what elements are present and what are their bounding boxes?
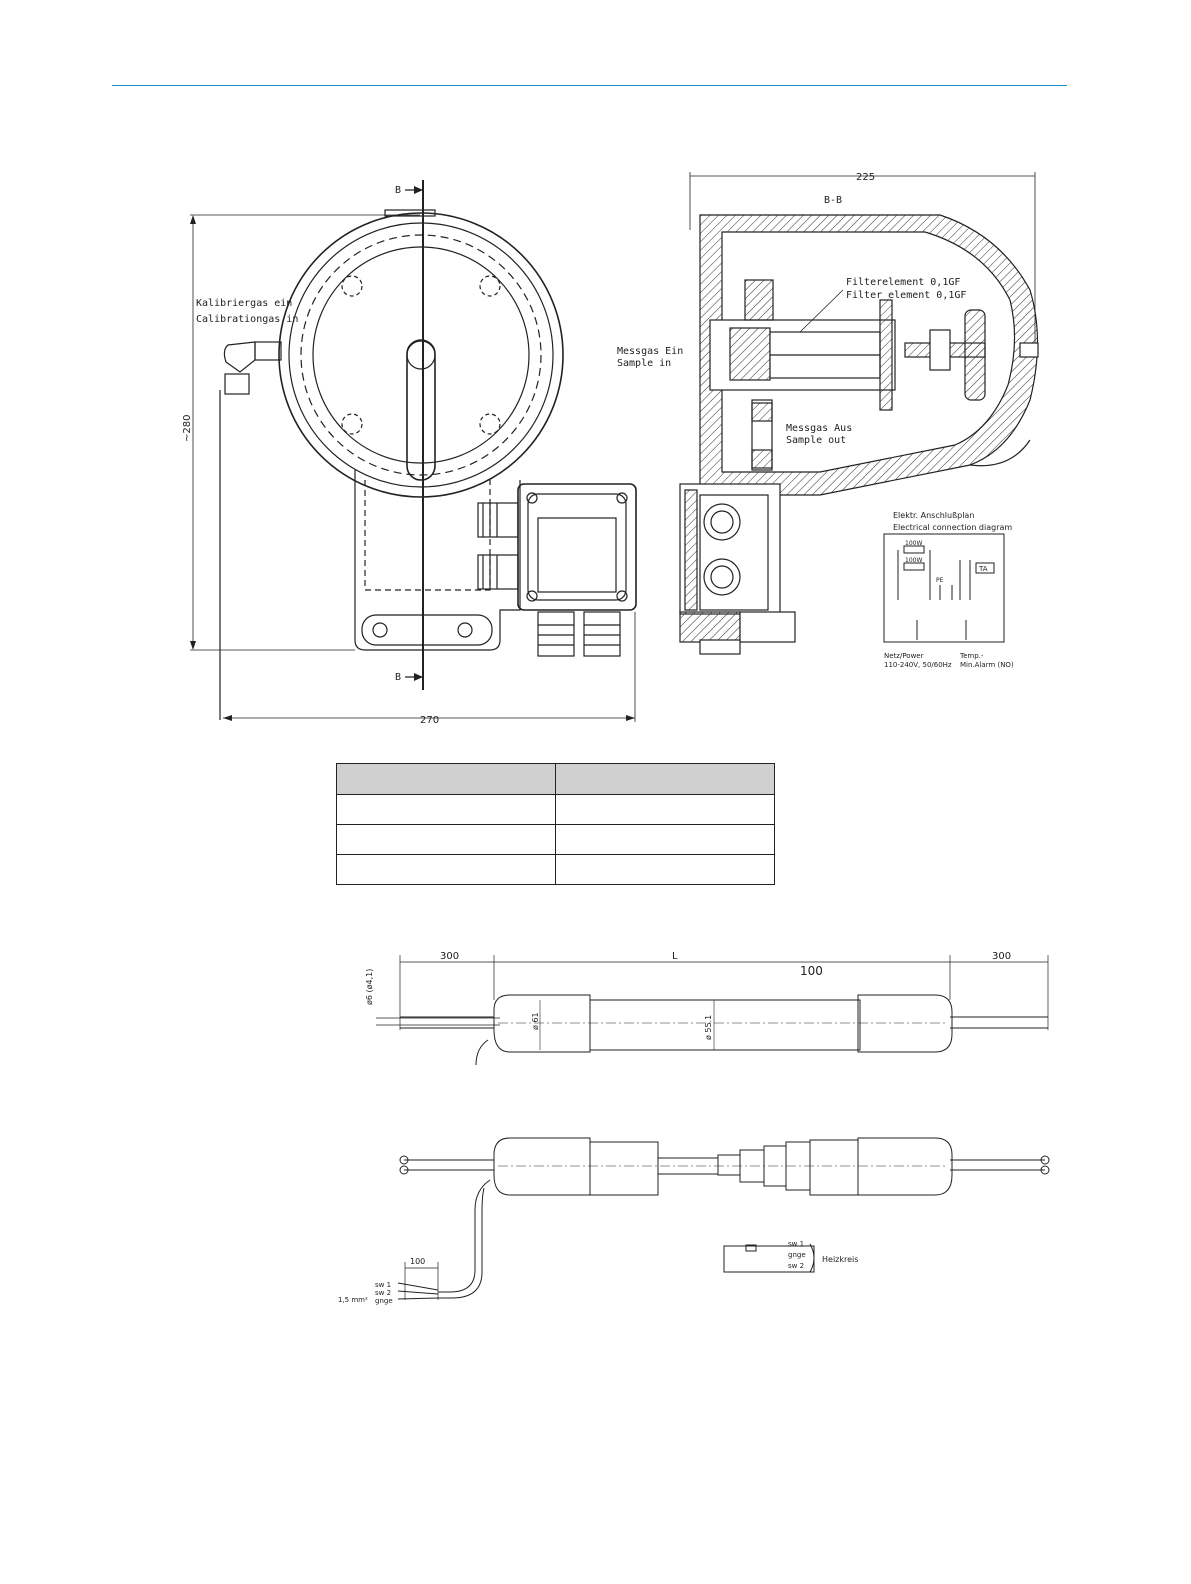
- header-rule: [112, 85, 1067, 86]
- dia-61: ø 61: [531, 1012, 540, 1030]
- tube-label: 100: [800, 964, 823, 978]
- depth-dim: 225: [856, 172, 875, 183]
- electrical-diagram: [883, 533, 1005, 643]
- table-cell: [336, 763, 556, 795]
- calibration-gas-en: Calibrationgas in: [196, 314, 298, 325]
- table-cell: [336, 824, 556, 855]
- filter-label-en: Filter element 0,1GF: [846, 290, 966, 301]
- filter-label-de: Filterelement 0,1GF: [846, 277, 960, 288]
- cross-section: 1,5 mm²: [338, 1296, 368, 1304]
- table-row: [336, 794, 775, 825]
- sample-in-en: Sample in: [617, 358, 671, 369]
- table-row: [336, 854, 775, 885]
- table-cell: [555, 763, 775, 795]
- connection-drawing: [397, 1137, 1050, 1300]
- section-marker-top: B: [395, 185, 401, 196]
- legend-sw1: sw 1: [788, 1240, 804, 1248]
- wire-sw2: sw 2: [375, 1289, 391, 1297]
- width-dim: 270: [420, 715, 439, 726]
- sample-in-de: Messgas Ein: [617, 346, 683, 357]
- temp-alarm: Min.Alarm (NO): [960, 661, 1014, 669]
- table-cell: [555, 794, 775, 825]
- dim-100: 100: [410, 1257, 425, 1266]
- sample-out-de: Messgas Aus: [786, 423, 852, 434]
- table-row: [336, 824, 775, 855]
- heater1-label: 100W: [905, 540, 922, 547]
- elec-label-en: Electrical connection diagram: [893, 523, 1012, 532]
- front-view: [190, 180, 637, 722]
- height-dim: ~280: [182, 415, 193, 442]
- heater2-label: 100W: [905, 557, 922, 564]
- spec-table: [336, 763, 775, 885]
- legend-sw2: sw 2: [788, 1262, 804, 1270]
- dia-55: ø 55.1: [704, 1015, 713, 1040]
- legend-gnge: gnge: [788, 1251, 806, 1259]
- section-view: [679, 172, 1039, 655]
- temp-label: Temp.-: [959, 652, 984, 660]
- calibration-gas-de: Kalibriergas ein: [196, 298, 292, 309]
- section-title: B-B: [824, 195, 842, 206]
- table-cell: [336, 794, 556, 825]
- sample-out-en: Sample out: [786, 435, 846, 446]
- table-cell: [336, 854, 556, 885]
- power-spec: 110-240V, 50/60Hz: [884, 661, 952, 669]
- elec-label-de: Elektr. Anschlußplan: [893, 511, 974, 520]
- dim-left: 300: [440, 951, 459, 962]
- table-cell: [555, 824, 775, 855]
- dim-right: 300: [992, 951, 1011, 962]
- table-header-row: [336, 763, 775, 795]
- power-label: Netz/Power: [884, 652, 924, 660]
- pe-label: PE: [936, 577, 944, 584]
- heizkreis-label: Heizkreis: [822, 1255, 858, 1264]
- heated-line-drawing: [376, 955, 1049, 1066]
- dim-mid: L: [672, 951, 678, 962]
- dia-small: ø6 (ø4,1): [365, 969, 374, 1005]
- section-marker-bottom: B: [395, 672, 401, 683]
- wire-sw1: sw 1: [375, 1281, 391, 1289]
- table-cell: [555, 854, 775, 885]
- ta-label: TA: [978, 565, 988, 573]
- wire-gnge: gnge: [375, 1297, 393, 1305]
